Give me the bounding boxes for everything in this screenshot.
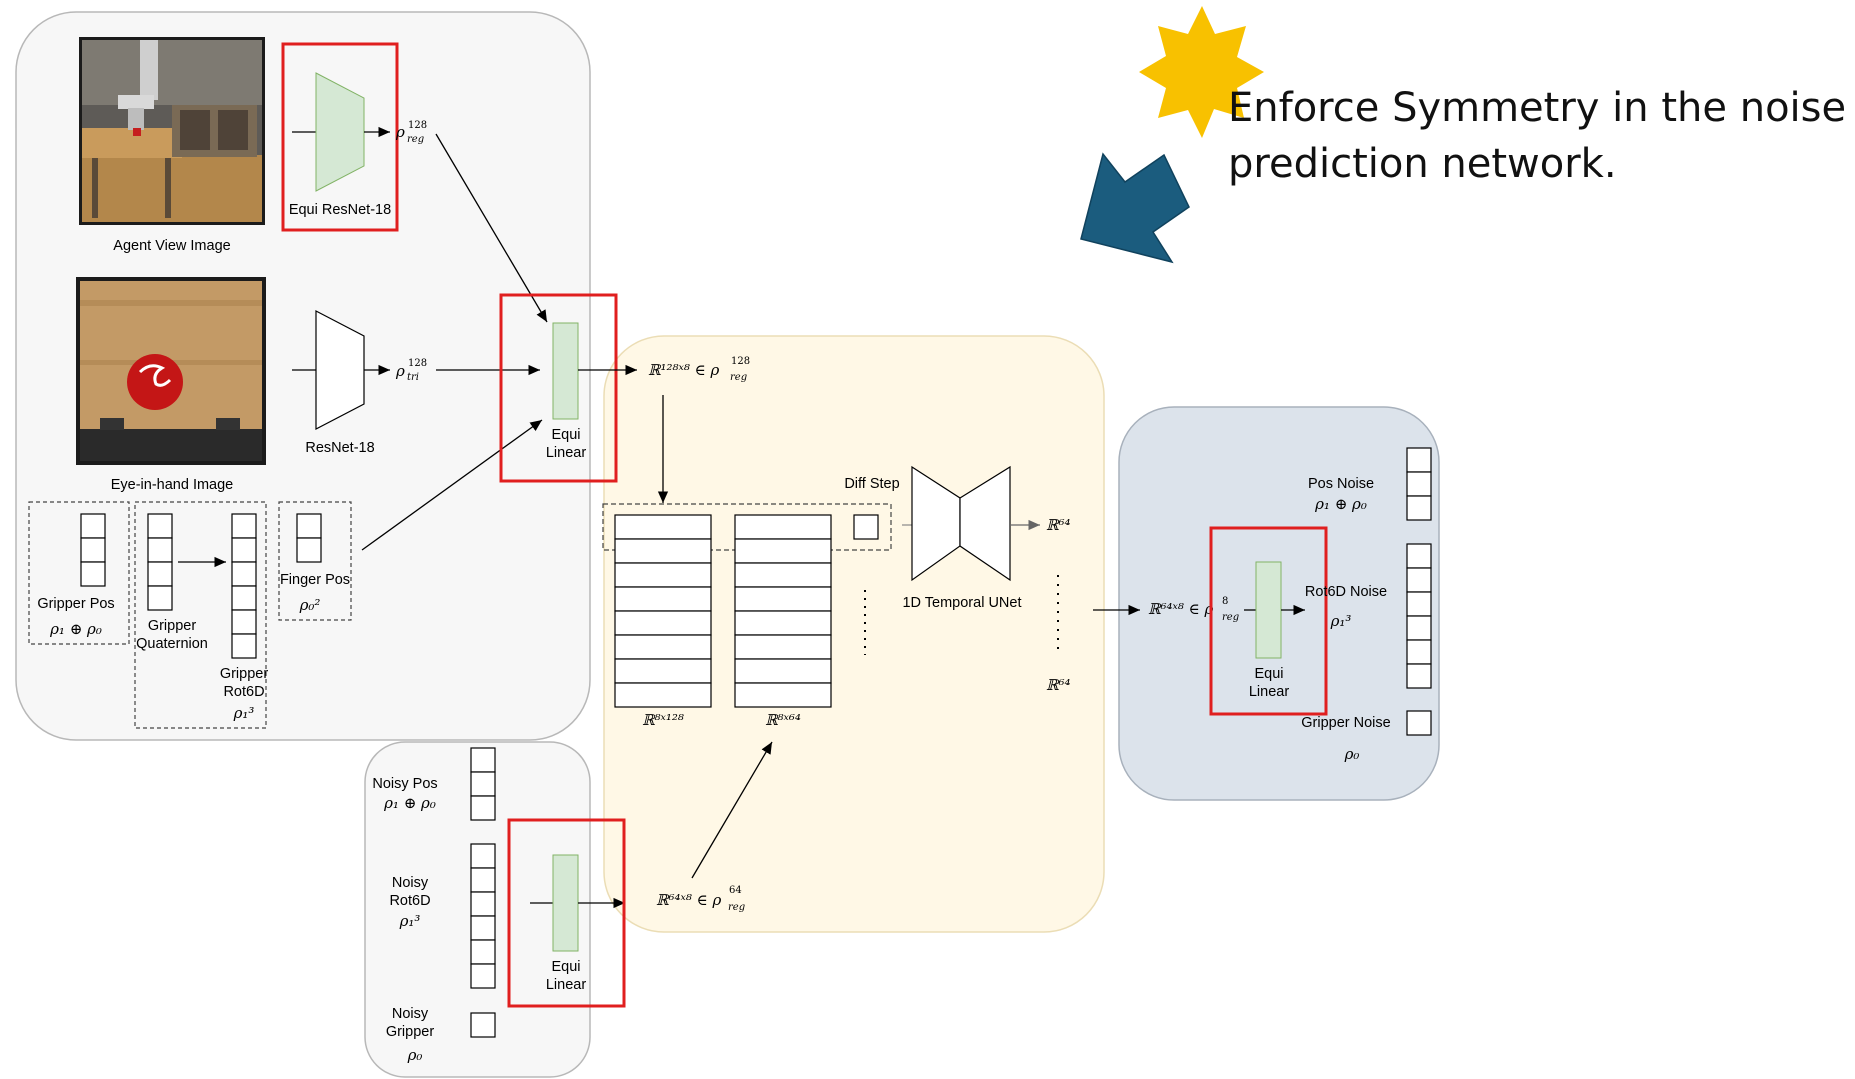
equi-linear-3-block xyxy=(1255,561,1282,659)
noisy-rot6d-vector xyxy=(470,843,496,989)
resnet-label: ResNet-18 xyxy=(305,440,374,456)
noisy-rot6d-rep: ρ₁³ xyxy=(399,912,421,930)
diff-step-label: Diff Step xyxy=(844,476,899,492)
rot6d-noise-label: Rot6D Noise xyxy=(1305,584,1387,600)
eye-in-hand-image xyxy=(76,277,266,465)
gripper-quaternion-label-2: Quaternion xyxy=(136,636,208,652)
noisy-rot6d-label-1: Noisy xyxy=(392,875,429,891)
equi-linear-1-block xyxy=(552,322,579,420)
svg-text:reg: reg xyxy=(1222,612,1239,623)
gripper-noise-box xyxy=(1406,710,1432,736)
noisy-gripper-rep: ρ₀ xyxy=(407,1046,423,1064)
gripper-quaternion-label-1: Gripper xyxy=(148,618,197,634)
star-icon xyxy=(1139,6,1264,138)
agent-view-label: Agent View Image xyxy=(113,238,230,254)
noisy-pos-label: Noisy Pos xyxy=(372,776,437,792)
svg-text:8: 8 xyxy=(1222,596,1228,607)
equi-linear-3-label-1: Equi xyxy=(1254,666,1283,682)
noisy-pos-vector xyxy=(470,747,496,821)
gripper-rot6d-label-1: Gripper xyxy=(220,666,269,682)
equi-linear-1-label-1: Equi xyxy=(551,427,580,443)
concat-group xyxy=(602,503,892,551)
noisy-gripper-label-1: Noisy xyxy=(392,1006,429,1022)
gripper-rot6d-label-2: Rot6D xyxy=(223,684,264,700)
unet-panel xyxy=(603,335,1105,933)
concat-dim: ℝ¹²⁸ˣ⁸ ∈ ρ 128 reg xyxy=(648,356,750,383)
callout-arrow-icon xyxy=(1080,152,1190,264)
equi-resnet-label: Equi ResNet-18 xyxy=(289,202,391,218)
unet-label: 1D Temporal UNet xyxy=(902,595,1021,611)
pos-noise-rep: ρ₁ ⊕ ρ₀ xyxy=(1314,495,1367,513)
rho-tri-128: ρ 128 tri xyxy=(395,358,427,383)
output-in-dim: ℝ⁶⁴ˣ⁸ ∈ ρ 8 reg xyxy=(1148,596,1239,623)
obs-feature-table xyxy=(614,514,712,708)
unet-block-right xyxy=(959,465,1011,582)
equi-resnet-block xyxy=(315,72,365,192)
finger-pos-vector xyxy=(296,513,322,563)
svg-text:tri: tri xyxy=(407,372,419,383)
action-feature-table xyxy=(734,514,832,708)
gripper-pos-label: Gripper Pos xyxy=(37,596,114,612)
svg-text:reg: reg xyxy=(730,372,747,383)
svg-text:64: 64 xyxy=(729,885,742,896)
svg-text:ρ: ρ xyxy=(395,123,405,141)
gripper-noise-rep: ρ₀ xyxy=(1344,745,1360,763)
equi-linear-2-block xyxy=(552,854,579,952)
equi-linear-2-label-1: Equi xyxy=(551,959,580,975)
gripper-rot6d-rep: ρ₁³ xyxy=(233,704,255,722)
rho-reg-128-a: ρ 128 reg xyxy=(395,120,427,145)
svg-text:ρ: ρ xyxy=(395,362,405,380)
svg-text:ℝ⁶⁴ˣ⁸ ∈ ρ: ℝ⁶⁴ˣ⁸ ∈ ρ xyxy=(1148,600,1213,618)
agent-view-image xyxy=(79,37,265,225)
callout-line-2: prediction network. xyxy=(1228,141,1617,187)
svg-text:reg: reg xyxy=(728,902,745,913)
gripper-pos-vector xyxy=(80,513,106,587)
svg-text:128: 128 xyxy=(408,358,427,369)
diff-step-box xyxy=(853,514,879,540)
gripper-rot-group xyxy=(134,501,267,729)
highlight-equi-linear-1 xyxy=(499,293,618,483)
highlight-equi-linear-2 xyxy=(507,818,626,1008)
gripper-quaternion-vector xyxy=(147,513,173,611)
noisy-rot6d-label-2: Rot6D xyxy=(389,893,430,909)
svg-text:128: 128 xyxy=(408,120,427,131)
noisy-pos-rep: ρ₁ ⊕ ρ₀ xyxy=(383,794,436,812)
equi-linear-3-label-2: Linear xyxy=(1249,684,1289,700)
equi-linear-2-label-2: Linear xyxy=(546,977,586,993)
obs-dim: ℝ⁸ˣ¹²⁸ xyxy=(642,711,684,729)
out-dim-bottom: ℝ⁶⁴ xyxy=(1046,676,1071,694)
callout-line-1: Enforce Symmetry in the noise xyxy=(1228,85,1846,131)
highlight-equi-resnet xyxy=(281,42,399,232)
eye-in-hand-label: Eye-in-hand Image xyxy=(111,477,234,493)
noisy-dim: ℝ⁶⁴ˣ⁸ ∈ ρ 64 reg xyxy=(656,885,745,913)
out-dim-top: ℝ⁶⁴ xyxy=(1046,516,1071,534)
noisy-gripper-box xyxy=(470,1012,496,1038)
svg-text:ℝ⁶⁴ˣ⁸ ∈ ρ: ℝ⁶⁴ˣ⁸ ∈ ρ xyxy=(656,891,721,909)
finger-pos-group xyxy=(278,501,352,621)
svg-text:reg: reg xyxy=(407,134,424,145)
gripper-pos-group xyxy=(28,501,130,645)
gripper-pos-rep: ρ₁ ⊕ ρ₀ xyxy=(49,620,102,638)
svg-text:ℝ¹²⁸ˣ⁸ ∈ ρ: ℝ¹²⁸ˣ⁸ ∈ ρ xyxy=(648,361,719,379)
resnet-block xyxy=(315,310,365,430)
gripper-noise-label: Gripper Noise xyxy=(1301,715,1390,731)
gripper-rot6d-vector xyxy=(231,513,257,659)
pos-noise-vector xyxy=(1406,447,1432,521)
finger-pos-label: Finger Pos xyxy=(280,572,350,588)
svg-text:128: 128 xyxy=(731,356,750,367)
noisy-gripper-label-2: Gripper xyxy=(386,1024,435,1040)
rot6d-noise-rep: ρ₁³ xyxy=(1330,612,1352,630)
act-dim: ℝ⁸ˣ⁶⁴ xyxy=(765,711,801,729)
pos-noise-label: Pos Noise xyxy=(1308,476,1374,492)
rot6d-noise-vector xyxy=(1406,543,1432,689)
finger-pos-rep: ρ₀² xyxy=(299,596,321,614)
highlight-equi-linear-3 xyxy=(1209,526,1328,716)
equi-linear-1-label-2: Linear xyxy=(546,445,586,461)
